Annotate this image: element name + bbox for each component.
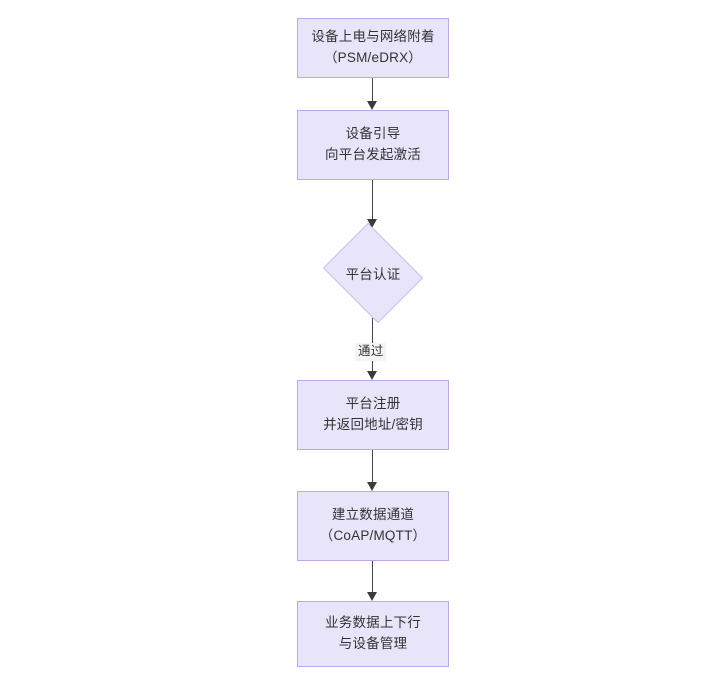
flow-node-platform-authentication[interactable]: 平台认证 xyxy=(318,223,428,323)
flow-node-register-line-1: 平台注册 xyxy=(345,396,401,412)
connector-register-to-channel xyxy=(372,450,373,482)
connector-bootstrap-to-auth xyxy=(372,180,373,219)
flow-node-platform-register[interactable]: 平台注册 并返回地址/密钥 xyxy=(297,380,449,450)
flow-node-device-power-on[interactable]: 设备上电与网络附着 （PSM/eDRX） xyxy=(297,18,449,78)
flow-node-device-bootstrap[interactable]: 设备引导 向平台发起激活 xyxy=(297,110,449,180)
arrow-head-icon xyxy=(367,592,377,601)
arrow-head-icon xyxy=(367,482,377,491)
connector-power-to-bootstrap xyxy=(372,78,373,101)
flow-node-power-line-2: （PSM/eDRX） xyxy=(323,50,423,65)
flow-node-register-line-2: 并返回地址/密钥 xyxy=(323,417,423,432)
flow-node-channel-line-1: 建立数据通道 xyxy=(331,507,415,523)
edge-label-pass: 通过 xyxy=(355,343,387,361)
flow-node-bootstrap-line-1: 设备引导 xyxy=(345,126,401,142)
arrow-head-icon xyxy=(367,219,377,228)
flow-node-auth-label: 平台认证 xyxy=(345,267,401,282)
arrow-head-icon xyxy=(367,101,377,110)
flow-node-business-line-1: 业务数据上下行 xyxy=(325,615,421,631)
flow-node-establish-data-channel[interactable]: 建立数据通道 （CoAP/MQTT） xyxy=(297,491,449,561)
flow-node-business-line-2: 与设备管理 xyxy=(338,636,408,651)
arrow-head-icon xyxy=(367,371,377,380)
flow-node-channel-line-2: （CoAP/MQTT） xyxy=(319,528,427,543)
flow-node-power-line-1: 设备上电与网络附着 xyxy=(311,29,435,45)
connector-channel-to-business xyxy=(372,561,373,592)
flow-node-business-data-management[interactable]: 业务数据上下行 与设备管理 xyxy=(297,601,449,667)
flow-node-bootstrap-line-2: 向平台发起激活 xyxy=(325,147,421,162)
